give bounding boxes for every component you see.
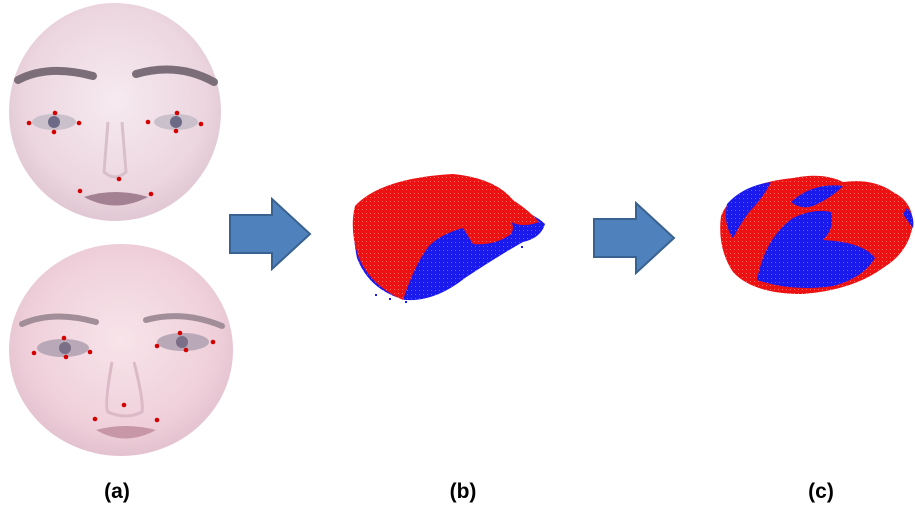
face-image-top (9, 3, 221, 221)
right-arrow-icon (229, 197, 312, 271)
point-cloud-b (352, 174, 545, 303)
panel-c-caption: (c) (808, 480, 834, 503)
right-arrow-icon (593, 201, 676, 275)
panel-b-caption: (b) (449, 480, 477, 503)
face-image-bottom (9, 244, 233, 456)
panel-a-caption: (a) (104, 480, 130, 503)
point-cloud-c (720, 175, 914, 294)
